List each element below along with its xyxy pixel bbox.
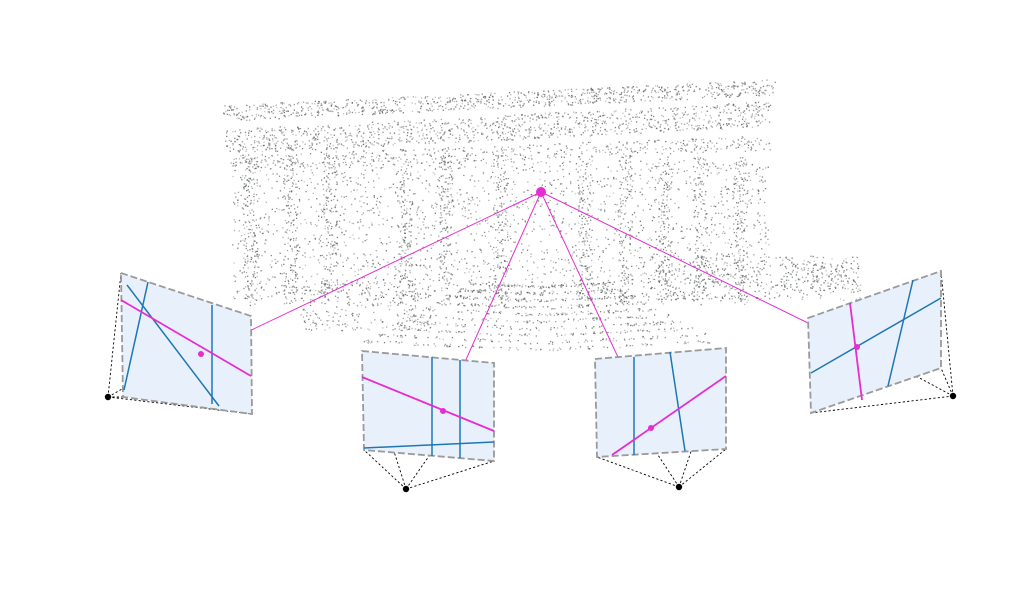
image-line [126,284,220,407]
projected-point [854,344,860,350]
projected-line [120,299,252,377]
camera-center [402,485,410,493]
image-line [810,297,942,374]
image-line [669,351,686,452]
projected-point [648,425,654,431]
3d-point [536,187,546,197]
frustum-edge [107,272,122,398]
image-plane [807,269,942,415]
camera-views [104,269,957,493]
projected-line [611,375,727,456]
projection-ray [540,191,858,348]
projected-line [361,376,495,432]
frustum-edge [596,456,680,488]
frustum-edge [940,367,954,397]
camera-center [675,483,683,491]
camera-center [949,392,957,400]
projected-point [440,408,446,414]
projection-ray [200,191,542,355]
camera-3 [594,347,727,491]
image-line [123,281,149,391]
camera-2 [361,350,495,493]
frustum-edge [363,449,407,490]
frustum-edge [810,395,954,414]
camera-center [104,393,112,401]
frustum-edge [107,396,253,415]
frustum-edge [405,460,495,490]
camera-4 [807,269,957,415]
image-plane [594,347,727,458]
projected-line [849,302,863,401]
camera-1 [104,271,253,416]
image-plane [120,271,253,416]
image-line [887,279,914,387]
image-plane [361,350,495,462]
image-line [363,441,495,449]
frustum-edge [678,448,727,488]
point-cloud-building [223,79,862,352]
projected-point [198,351,204,357]
frustum-edge [940,270,954,397]
